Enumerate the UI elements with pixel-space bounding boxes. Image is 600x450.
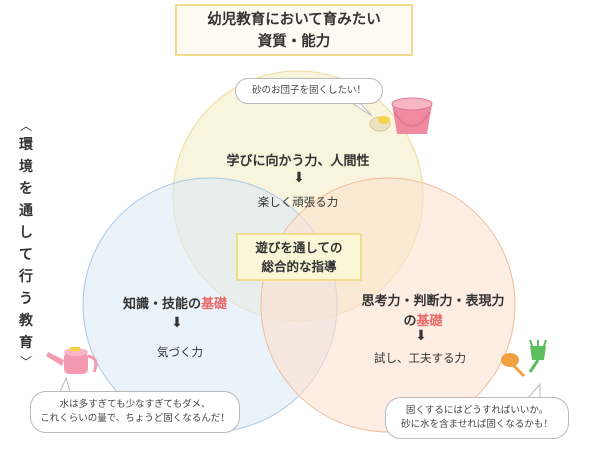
watering-can-icon	[46, 347, 98, 374]
center-box: 遊びを通しての 総合的な指導	[236, 233, 362, 281]
speech-bubble-top: 砂のお団子を固くしたい！	[235, 78, 383, 104]
right-circle-arrow: ⬇	[415, 328, 427, 344]
left-circle-heading-highlight: 基礎	[201, 297, 228, 312]
side-label-char: 育	[19, 335, 33, 351]
right-circle-result: 試し、工夫する力	[374, 351, 466, 365]
left-circle-arrow: ⬇	[171, 315, 183, 331]
bubble-right-line-2: 砂に水を含ませれば固くなるかも！	[401, 419, 553, 430]
side-label-char: 教	[19, 313, 33, 329]
center-line-1: 遊びを通しての	[255, 240, 343, 255]
side-label-char: を	[19, 181, 33, 197]
top-circle-heading: 学びに向かう力、人間性	[226, 154, 370, 169]
speech-bubble-right: 固くするにはどうすればいいか。 砂に水を含ませれば固くなるかも！	[385, 397, 569, 439]
title-box: 幼児教育において育みたい 資質・能力	[175, 4, 413, 56]
bubble-left-line-2: これくらいの量で、ちょうど固くなるんだ！	[40, 413, 230, 424]
right-circle-line-2: の基礎	[388, 310, 458, 329]
bubble-left-line-1: 水は多すぎても少なすぎてもダメ、	[59, 399, 211, 410]
shovel-rake-icon	[501, 339, 547, 378]
top-circle-result: 楽しく頑張る力	[257, 195, 339, 209]
right-circle-line-2-prefix: の	[403, 314, 417, 329]
bubble-top-text: 砂のお団子を固くしたい！	[251, 85, 366, 96]
side-label-paren-close: ﹀	[19, 355, 32, 369]
side-label-char: う	[19, 291, 33, 307]
left-circle-result: 気づく力	[157, 345, 203, 359]
title-line-2: 資質・能力	[257, 34, 331, 50]
bubble-right-tail	[526, 382, 541, 399]
side-label-char: 行	[19, 269, 33, 285]
side-label-char: て	[19, 247, 33, 263]
speech-bubble-left: 水は多すぎても少なすぎてもダメ、 これくらいの量で、ちょうど固くなるんだ！	[30, 391, 240, 433]
bubble-right-line-1: 固くするにはどうすればいいか。	[405, 405, 549, 416]
title-line-1: 幼児教育において育みたい	[207, 12, 381, 28]
side-label-char: 境	[19, 159, 33, 175]
center-line-2: 総合的な指導	[261, 259, 337, 274]
side-label: ︿ 環 境 を 通 し て 行 う 教 育 ﹀	[14, 118, 38, 370]
left-circle-heading: 知識・技能の基礎	[100, 293, 250, 312]
bucket-icon	[369, 97, 433, 134]
side-label-paren-open: ︿	[19, 119, 32, 133]
side-label-char: し	[19, 225, 33, 241]
right-circle-line-2-highlight: 基礎	[416, 314, 443, 329]
left-circle-heading-prefix: 知識・技能の	[122, 297, 201, 312]
right-circle-heading: 思考力・判断力・表現力	[361, 294, 505, 309]
side-label-char: 通	[19, 203, 33, 219]
side-label-char: 環	[19, 137, 33, 153]
bubble-left-tail	[59, 376, 71, 393]
top-circle-arrow: ⬇	[293, 170, 305, 186]
